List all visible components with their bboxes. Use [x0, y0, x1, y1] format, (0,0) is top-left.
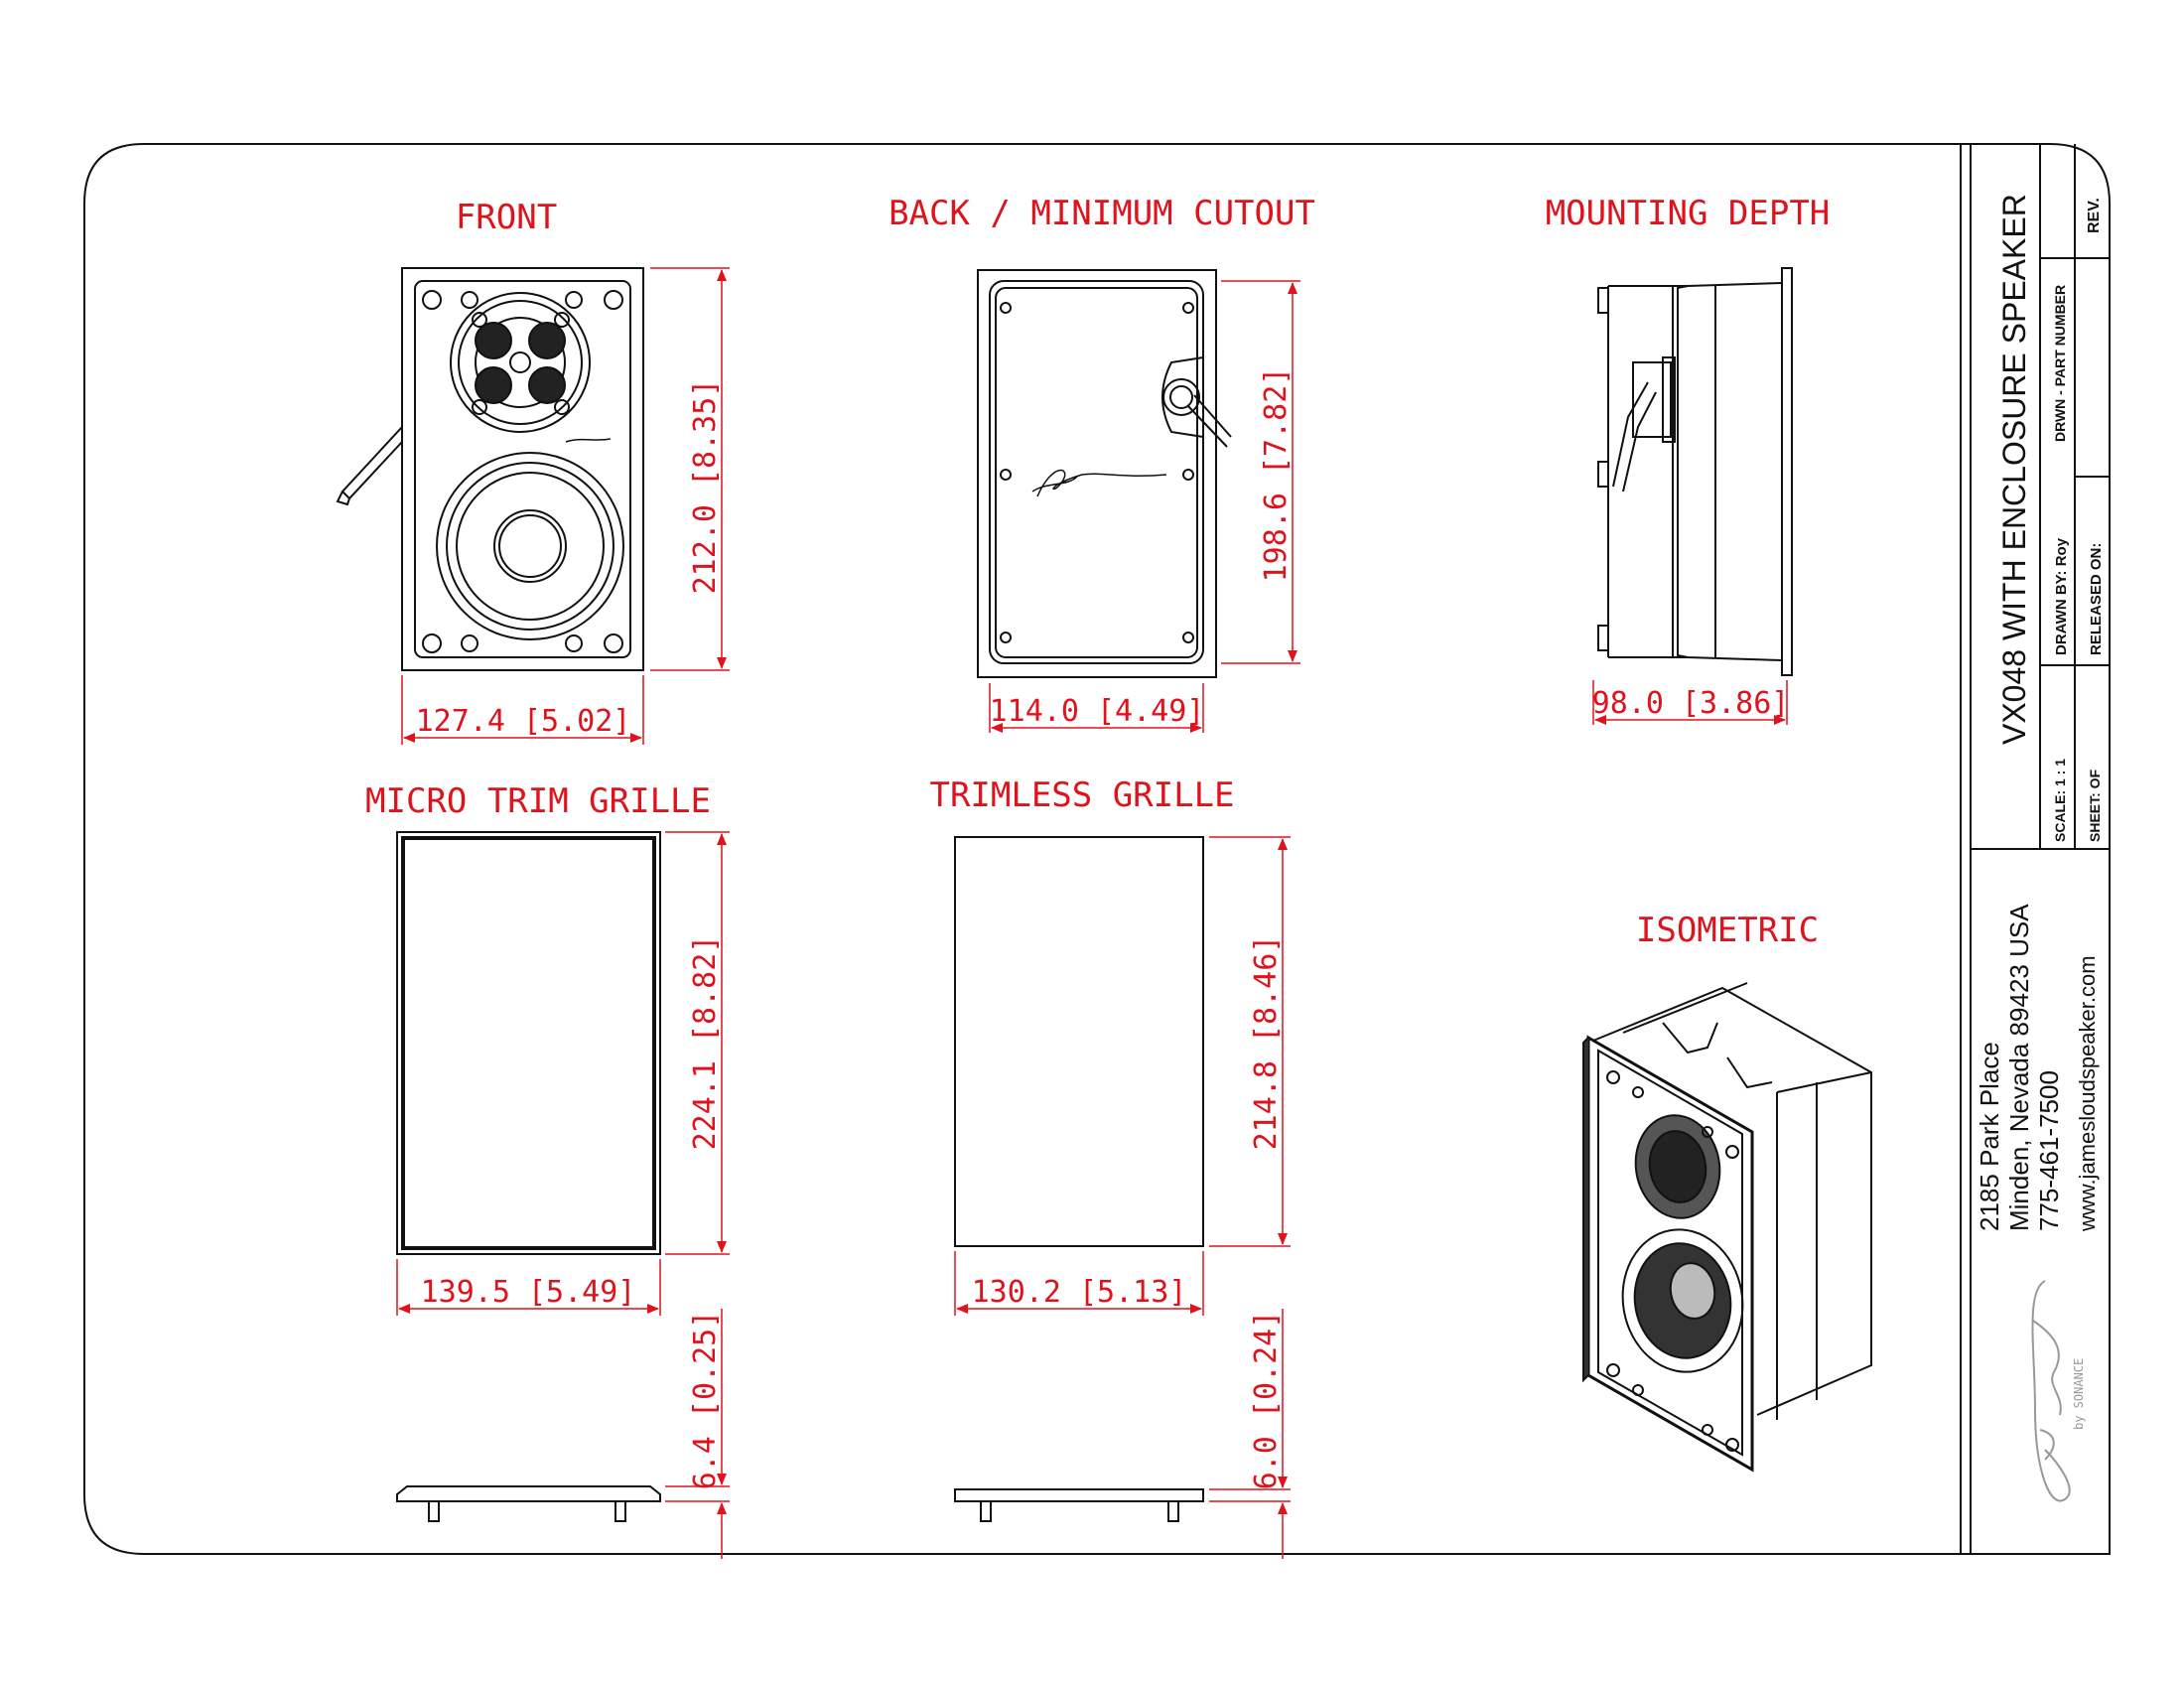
drawn-by: DRAWN BY: Roy: [2053, 537, 2070, 655]
micro-dim-lines: [396, 831, 730, 1559]
mounting-dim-lines: [1592, 680, 1788, 725]
dim-micro-height: 224.1 [8.82]: [688, 935, 723, 1151]
dim-front-height: 212.0 [8.35]: [688, 379, 723, 595]
dim-trimless-width: 130.2 [5.13]: [972, 1275, 1187, 1310]
dim-trimless-thickness: 6.0 [0.24]: [1249, 1311, 1284, 1490]
dim-back-width: 114.0 [4.49]: [990, 694, 1205, 729]
part-number-label: DRWN - PART NUMBER: [2052, 285, 2068, 442]
sheet-border: [83, 143, 2111, 1555]
trimless-grille: [954, 836, 1204, 1522]
dim-trimless-height: 214.8 [8.46]: [1249, 935, 1284, 1151]
label-back: BACK / MINIMUM CUTOUT: [888, 194, 1315, 233]
released-on: RELEASED ON:: [2088, 543, 2105, 655]
trimless-dim-lines: [954, 836, 1291, 1559]
dim-micro-thickness: 6.4 [0.25]: [688, 1311, 723, 1490]
label-trimless: TRIMLESS GRILLE: [929, 775, 1234, 815]
address-line-2: Minden, Nevada 89423 USA: [2004, 904, 2034, 1231]
rev-label: REV.: [2086, 198, 2103, 233]
dim-back-height: 198.6 [7.82]: [1259, 367, 1294, 583]
label-mounting: MOUNTING DEPTH: [1546, 194, 1831, 233]
front-view: [336, 267, 644, 671]
front-dim-lines: [401, 267, 730, 745]
title-block: [1960, 144, 2110, 1554]
drawing-title: VX048 WITH ENCLOSURE SPEAKER: [1996, 194, 2032, 745]
dim-micro-width: 139.5 [5.49]: [421, 1275, 636, 1310]
label-isometric: ISOMETRIC: [1636, 911, 1819, 950]
isometric-view: [1582, 982, 1872, 1473]
label-front: FRONT: [456, 198, 557, 237]
scale: SCALE: 1 : 1: [2052, 759, 2068, 842]
back-view: [977, 269, 1232, 678]
dim-front-width: 127.4 [5.02]: [416, 704, 631, 739]
back-dim-lines: [989, 280, 1300, 733]
label-micro-trim: MICRO TRIM GRILLE: [365, 781, 711, 821]
mounting-depth-view: [1597, 267, 1793, 676]
address-line-1: 2185 Park Place: [1975, 1042, 2004, 1231]
brand-tagline: by SONANCE: [2072, 1358, 2086, 1430]
sheet-number: SHEET: OF: [2087, 769, 2103, 842]
dim-depth: 98.0 [3.86]: [1592, 686, 1790, 721]
james-logo: [2031, 1280, 2071, 1502]
phone: 775-461-7500: [2034, 1070, 2064, 1231]
micro-trim-grille: [396, 831, 661, 1522]
website: www.jamesloudspeaker.com: [2075, 955, 2100, 1232]
